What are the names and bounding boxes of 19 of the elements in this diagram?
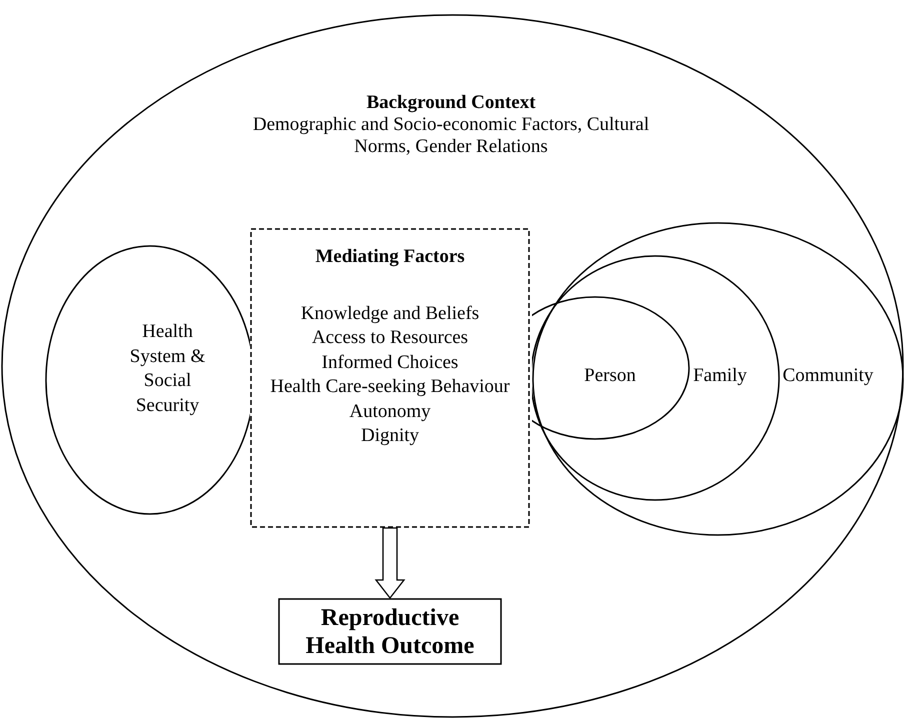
factor-item: Dignity bbox=[360, 424, 420, 448]
community-ellipse bbox=[532, 222, 904, 536]
factor-item: Knowledge and Beliefs bbox=[300, 302, 480, 326]
community-label: Community bbox=[782, 365, 874, 387]
factor-item: Autonomy bbox=[348, 400, 432, 424]
hollow-arrow bbox=[374, 527, 406, 600]
factor-item: Health Care-seeking Behaviour bbox=[269, 375, 511, 399]
factor-item: Access to Resources bbox=[310, 326, 470, 350]
factor-item: Informed Choices bbox=[320, 350, 460, 374]
outcome-label: Reproductive Health Outcome bbox=[304, 604, 476, 660]
family-label: Family bbox=[692, 365, 748, 387]
mediating-heading: Mediating Factors bbox=[314, 245, 466, 269]
mediating-factors-box bbox=[250, 228, 530, 528]
context-ellipse bbox=[1, 14, 904, 718]
context-text: Demographic and Socio-economic Factors, Cultural Norms, Gender Relations bbox=[252, 114, 650, 158]
health-system-label: Health System & Social Security bbox=[128, 320, 206, 418]
person-label: Person bbox=[583, 365, 637, 387]
context-heading: Background Context bbox=[365, 92, 537, 114]
outcome-box bbox=[278, 598, 502, 665]
